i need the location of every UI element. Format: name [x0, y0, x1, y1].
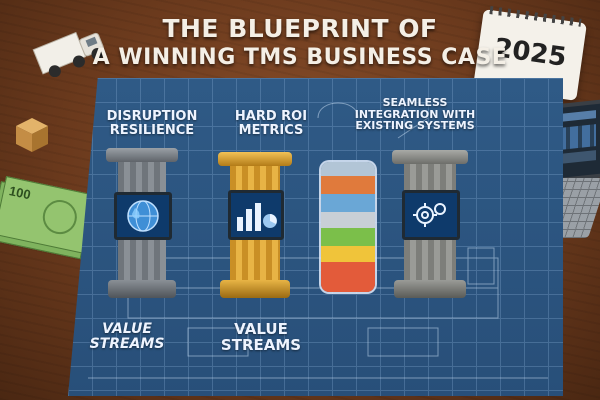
- pillar-screen: [402, 190, 460, 240]
- gears-icon: [413, 203, 446, 227]
- toy-truck-icon: [32, 31, 104, 77]
- pillar-label-disruption-resilience: DISRUPTION RESILIENCE: [106, 109, 198, 138]
- wooden-block-icon: [16, 118, 48, 152]
- page-title-line-1: THE BLUEPRINT OF: [162, 14, 438, 43]
- pillar-seamless-integration: [392, 150, 468, 300]
- pillar-disruption-resilience: [106, 148, 178, 300]
- pillar-label-hard-roi-metrics: HARD ROI METRICS: [234, 109, 308, 138]
- value-streams-label-left: VALUE STREAMS: [89, 321, 165, 352]
- globe-icon: [127, 200, 159, 232]
- euro-banknotes: 100: [0, 167, 97, 270]
- pillar-screen: [228, 190, 284, 240]
- pillar-label-seamless-integration: SEAMLESS INTEGRATION WITH EXISTING SYSTE…: [354, 96, 476, 133]
- layered-glass-cylinder: [319, 160, 377, 294]
- pillar-screen: [114, 192, 172, 240]
- bar-chart-icon: [237, 203, 277, 231]
- page-title-line-2: A WINNING TMS BUSINESS CASE: [92, 45, 508, 70]
- pillar-hard-roi-metrics: [218, 152, 292, 298]
- value-streams-label-center: VALUE STREAMS: [220, 320, 302, 354]
